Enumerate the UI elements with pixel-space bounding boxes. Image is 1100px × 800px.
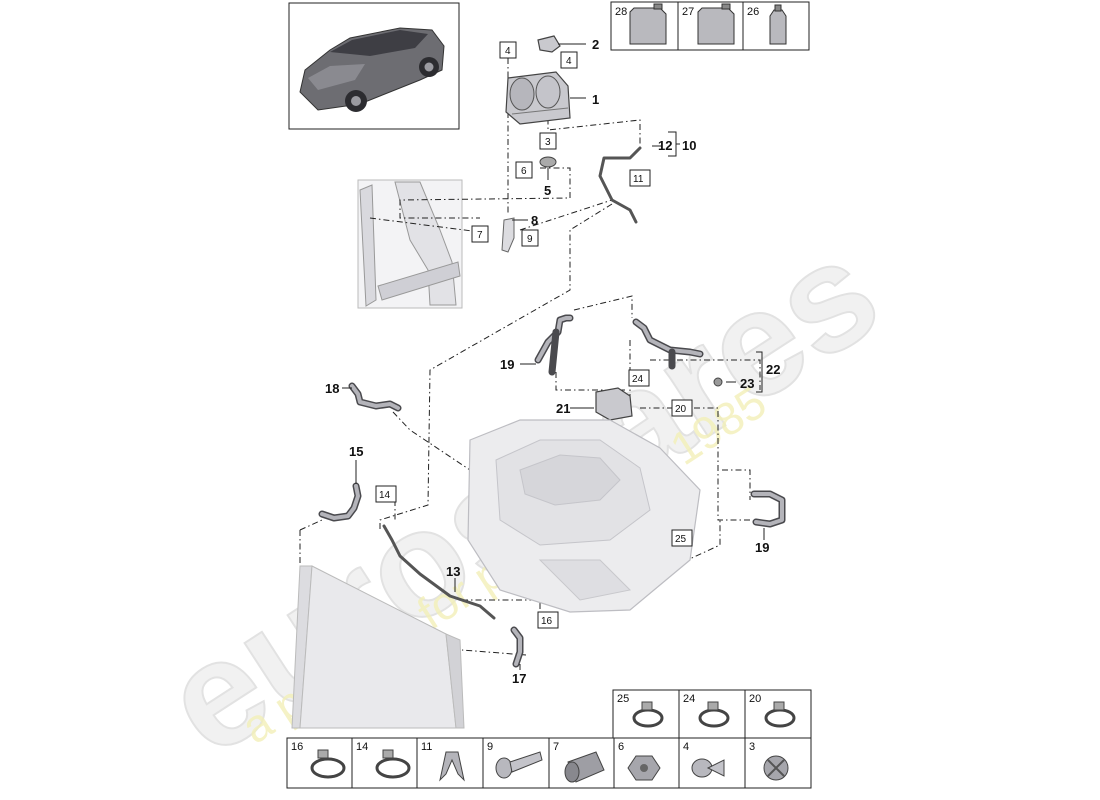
callouts: 2 1 12 10 5 8 19 22 23 18 21 15 19 13 17: [325, 37, 780, 686]
callout-12: 13: [446, 564, 460, 579]
ref-box-20: 20: [671, 399, 693, 417]
callout-10: 10: [682, 138, 696, 153]
fluid-canister-large-icon: [697, 3, 735, 45]
svg-text:24: 24: [632, 374, 644, 385]
radiator: [291, 565, 465, 729]
sensor-grommet: [539, 156, 557, 168]
callout-11: 12: [658, 138, 672, 153]
callout-18: 18: [325, 381, 339, 396]
coolant-hose-19: [750, 490, 786, 528]
fluid-canister-large-icon: [629, 3, 667, 45]
hose-clamp-icon: [375, 749, 411, 779]
callout-8: 8: [531, 213, 538, 228]
hw-num: 9: [487, 741, 493, 753]
expansion-tank: [505, 71, 571, 125]
fluid-table-num: 26: [747, 6, 759, 18]
ref-box-6: 6: [515, 161, 533, 179]
ref-box-3: 3: [539, 132, 557, 150]
fluid-table-num: 27: [682, 6, 694, 18]
ref-box-4: 4: [499, 41, 517, 59]
hardware-table: 25 24 20 16 14 11 9 7 6 4 3: [286, 689, 812, 789]
leader-lines: [342, 43, 765, 670]
plug-23: [713, 377, 723, 387]
vehicle-thumbnail: [288, 2, 460, 130]
callout-23: 23: [740, 376, 754, 391]
screw-icon: [691, 758, 725, 778]
svg-text:4: 4: [505, 46, 511, 57]
coolant-pipe-12: [382, 524, 496, 620]
svg-text:3: 3: [545, 137, 551, 148]
rivet-nut-icon: [564, 751, 605, 783]
hose-clamp-icon: [698, 701, 730, 728]
hw-num: 7: [553, 741, 559, 753]
fluid-bottle-icon: [769, 4, 787, 45]
expanding-rivet-icon: [763, 755, 789, 781]
boxed-refs: 4 4 3 6 11 7 9 24 20 14 25 16: [375, 41, 693, 629]
coolant-hose-22: [632, 318, 704, 370]
svg-text:9: 9: [527, 234, 533, 245]
vent-hose: [598, 146, 642, 224]
ref-box-25: 25: [671, 529, 693, 547]
bolt-icon: [495, 751, 543, 779]
callout-19: 19: [755, 540, 769, 555]
ref-box-16: 16: [537, 611, 559, 629]
svg-text:6: 6: [521, 166, 527, 177]
hw-num: 25: [617, 693, 629, 705]
ref-box-24: 24: [628, 369, 650, 387]
callout-15: 17: [512, 671, 526, 686]
hw-num: 3: [749, 741, 755, 753]
hose-clamp-icon: [764, 701, 796, 728]
expansion-tank-cap: [537, 35, 561, 53]
ref-box-9: 9: [521, 229, 539, 247]
coolant-hose-18: [348, 382, 402, 412]
svg-text:20: 20: [675, 404, 687, 415]
radiator-support-sketch: [357, 179, 463, 309]
suv-icon: [299, 27, 445, 112]
callout-22: 22: [766, 362, 780, 377]
svg-text:16: 16: [541, 616, 553, 627]
svg-text:25: 25: [675, 534, 687, 545]
hex-nut-icon: [627, 755, 661, 781]
callout-17: 19: [500, 357, 514, 372]
callout-13: 15: [349, 444, 363, 459]
hw-num: 11: [421, 741, 432, 753]
hw-num: 24: [683, 693, 695, 705]
hw-num: 20: [749, 693, 761, 705]
coolant-hose-13: [318, 482, 362, 522]
callout-2: 2: [592, 37, 599, 52]
bracket: [501, 217, 515, 253]
svg-text:4: 4: [566, 56, 572, 67]
hw-num: 14: [356, 741, 368, 753]
svg-text:7: 7: [477, 230, 483, 241]
callout-5: 5: [544, 183, 551, 198]
hose-clamp-icon: [310, 749, 346, 779]
engine-block: [467, 419, 701, 613]
callout-1: 1: [592, 92, 599, 107]
ref-box-14: 14: [375, 485, 397, 503]
callout-21: 21: [556, 401, 570, 416]
ref-box-11: 11: [629, 169, 651, 187]
hw-num: 6: [618, 741, 624, 753]
coolant-hose-17: [534, 314, 574, 376]
ref-box-7: 7: [471, 225, 489, 243]
clip-icon: [439, 751, 465, 782]
ref-box-4: 4: [560, 51, 578, 69]
coolant-valve-21: [595, 387, 633, 421]
hw-num: 16: [291, 741, 303, 753]
fluid-table-num: 28: [615, 6, 627, 18]
coolant-hose-15: [510, 626, 524, 668]
fluids-table: 28 27 26: [610, 1, 810, 51]
hw-num: 4: [683, 741, 689, 753]
svg-text:14: 14: [379, 490, 391, 501]
hose-clamp-icon: [632, 701, 664, 728]
svg-text:11: 11: [633, 174, 644, 185]
